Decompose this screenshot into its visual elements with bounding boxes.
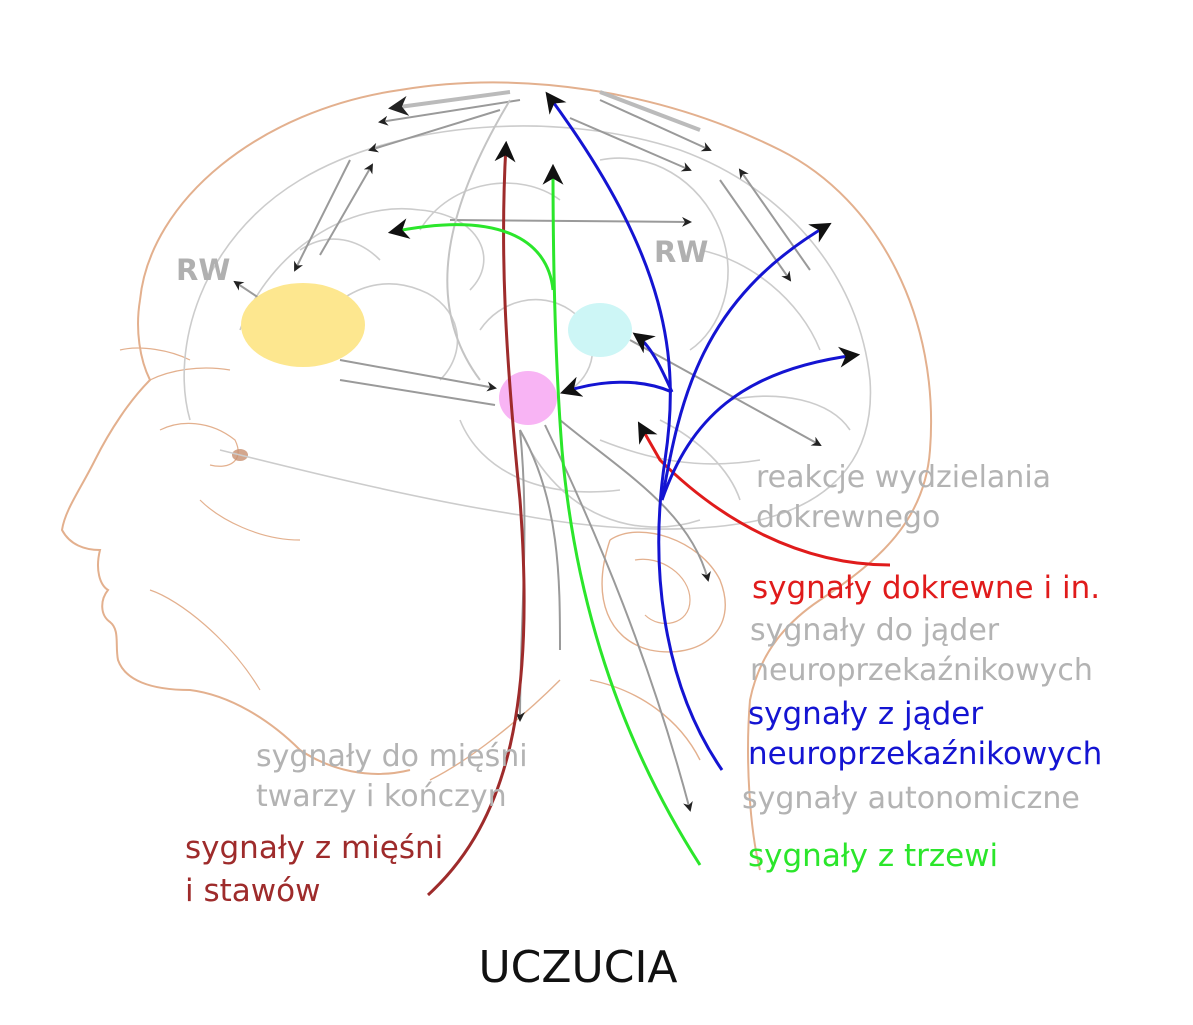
red-pathway <box>640 425 890 565</box>
autonomic-label: sygnały autonomiczne <box>742 781 1080 816</box>
from-nuclei-line1: sygnały z jąder <box>748 696 983 732</box>
diagram-title: UCZUCIA <box>478 942 677 993</box>
region-cyan <box>568 303 632 357</box>
region-pink <box>499 371 557 425</box>
rw-label-left: RW <box>176 253 230 287</box>
viscera-label: sygnały z trzewi <box>748 838 998 874</box>
gray-pathways <box>235 92 820 810</box>
from-muscles-line2: i stawów <box>185 873 320 909</box>
rw-label-right: RW <box>654 235 708 269</box>
endocrine-reactions-line2: dokrewnego <box>756 500 940 535</box>
endocrine-signals-label: sygnały dokrewne i in. <box>752 570 1100 606</box>
from-muscles-line1: sygnały z mięśni <box>185 830 443 866</box>
to-nuclei-line2: neuroprzekaźnikowych <box>750 653 1093 688</box>
to-muscles-line1: sygnały do mięśni <box>256 739 528 774</box>
region-yellow <box>241 283 365 367</box>
to-nuclei-line1: sygnały do jąder <box>750 613 1000 648</box>
to-muscles-line2: twarzy i kończyn <box>256 779 507 814</box>
endocrine-reactions-line1: reakcje wydzielania <box>756 460 1051 495</box>
from-nuclei-line2: neuroprzekaźnikowych <box>748 736 1102 772</box>
